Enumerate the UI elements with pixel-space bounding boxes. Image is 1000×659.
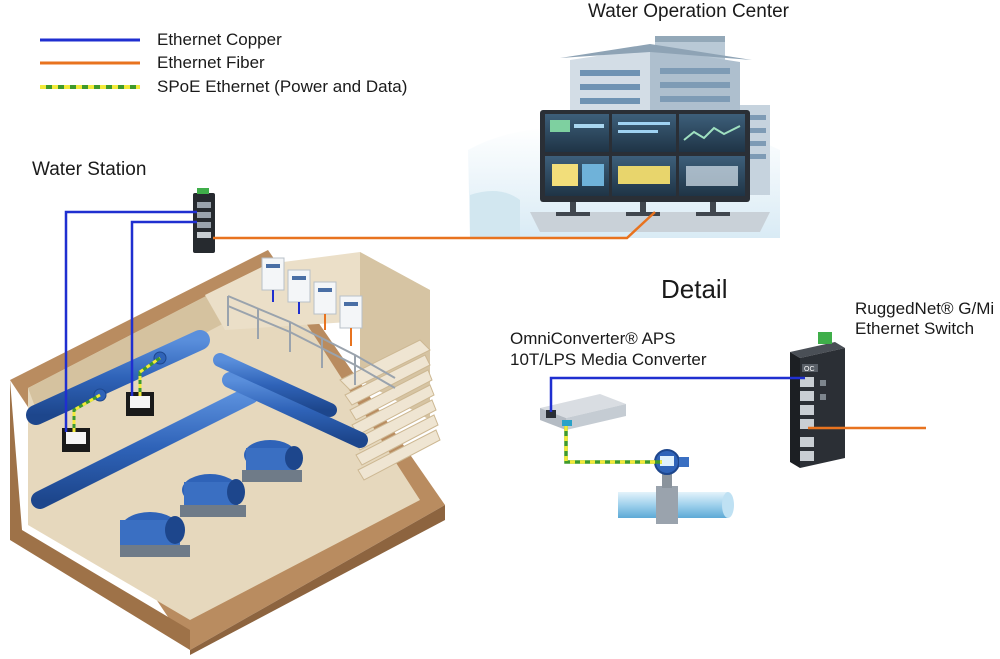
legend: Ethernet Copper Ethernet Fiber SPoE Ethe… bbox=[40, 30, 407, 96]
station-links bbox=[64, 210, 656, 432]
switch-label-line1: RuggedNet® G/Mi bbox=[855, 299, 994, 318]
converter-label-line1: OmniConverter® APS bbox=[510, 329, 676, 348]
detail-spoe-link bbox=[564, 426, 662, 464]
switch-label-line2: Ethernet Switch bbox=[855, 319, 974, 338]
operation-center-title: Water Operation Center bbox=[588, 1, 790, 22]
legend-spoe-label: SPoE Ethernet (Power and Data) bbox=[157, 77, 407, 96]
detail-title: Detail bbox=[661, 274, 727, 304]
media-converter bbox=[540, 394, 626, 430]
station-switch bbox=[193, 188, 215, 253]
detail-links bbox=[549, 376, 926, 464]
station-spoe-link-2 bbox=[138, 356, 161, 396]
field-sensors bbox=[62, 351, 167, 452]
ruggednet-switch: OC bbox=[790, 332, 845, 468]
detail-copper-link bbox=[549, 376, 805, 412]
pump-motors bbox=[120, 440, 303, 557]
railing bbox=[227, 295, 396, 389]
legend-copper-label: Ethernet Copper bbox=[157, 30, 282, 49]
control-screens bbox=[545, 114, 745, 196]
operation-center-building bbox=[468, 36, 780, 238]
water-station-plant bbox=[10, 250, 445, 655]
station-copper-link-2 bbox=[130, 220, 197, 396]
converter-label-line2: 10T/LPS Media Converter bbox=[510, 350, 707, 369]
water-station-title: Water Station bbox=[32, 159, 146, 180]
station-spoe-link-1 bbox=[72, 393, 101, 432]
switch-brand-text: OC bbox=[804, 366, 815, 373]
water-pipes bbox=[26, 310, 368, 509]
station-fiber-uplink bbox=[213, 211, 656, 240]
legend-fiber-label: Ethernet Fiber bbox=[157, 53, 265, 72]
electrical-cabinets bbox=[261, 257, 363, 346]
station-copper-link-1 bbox=[64, 210, 197, 432]
pressure-transmitter bbox=[618, 449, 734, 524]
stairs bbox=[339, 339, 441, 481]
